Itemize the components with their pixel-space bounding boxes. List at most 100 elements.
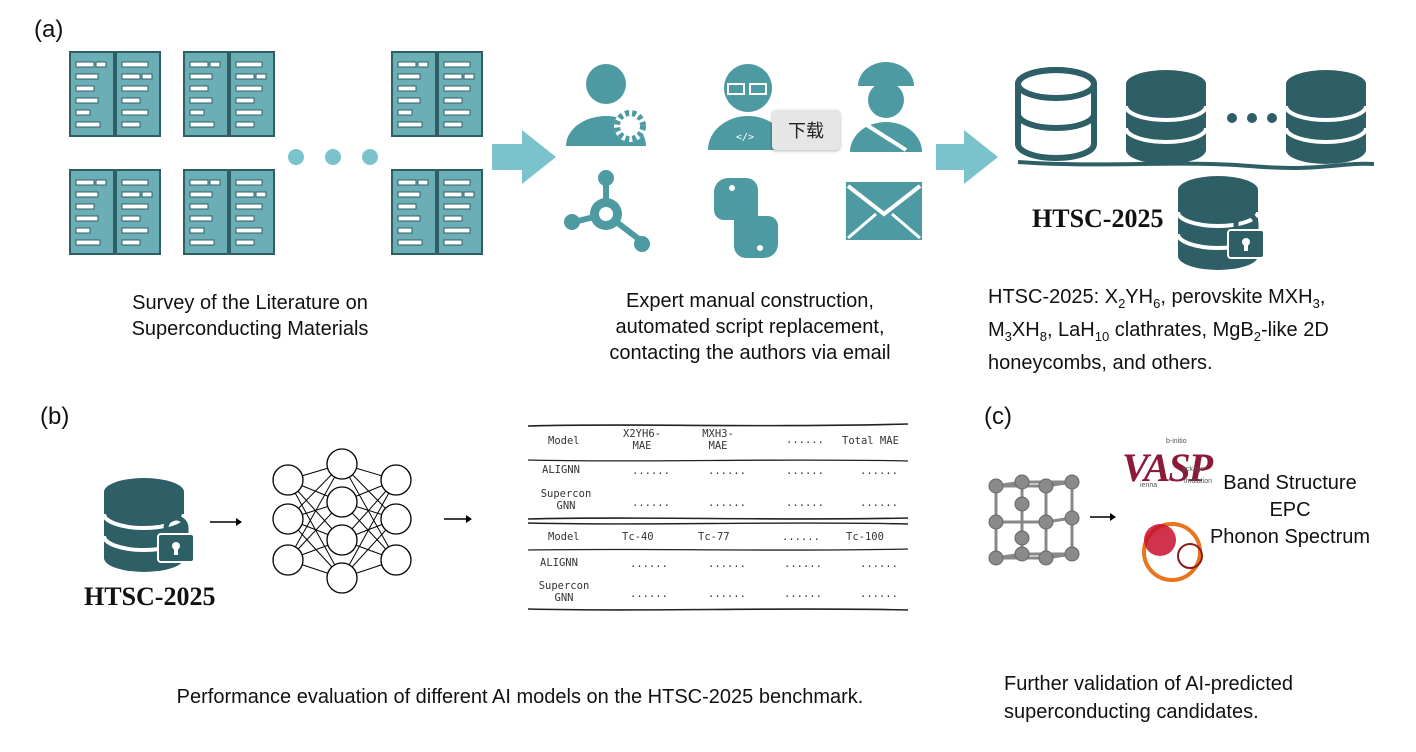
lattice-atom	[1038, 514, 1054, 530]
t1-row2-c1: ......	[632, 497, 670, 509]
t2-row1-c3: ......	[784, 558, 822, 570]
database-locked-icon-b	[102, 476, 194, 574]
lattice-atom	[1038, 478, 1054, 494]
t2-row1-model: ALIGNN	[540, 557, 578, 569]
survey-caption-line-1: Survey of the Literature on	[132, 292, 368, 314]
t2-header-tc40: Tc-40	[622, 531, 654, 543]
t1-row2-c4: ......	[860, 497, 898, 509]
nn-connection	[287, 463, 343, 561]
vasp-small-1: b-initio	[1166, 438, 1187, 445]
share-network-icon	[564, 170, 650, 252]
t2-row1-c2: ......	[708, 558, 746, 570]
t1-row1-c4: ......	[860, 465, 898, 477]
t1-header-total: Total MAE	[842, 435, 899, 447]
lattice-atom	[1064, 546, 1080, 562]
htsc-description: HTSC-2025: X2YH6, perovskite MXH3, M3XH8…	[988, 284, 1329, 376]
download-tooltip[interactable]: 下载	[772, 110, 840, 150]
db-label-b: HTSC-2025	[84, 582, 216, 611]
neural-network-icon	[272, 448, 412, 594]
t1-header-x2yh6: X2YH6-MAE	[623, 428, 661, 452]
process-caption: Expert manual construction, automated sc…	[580, 288, 920, 366]
lattice-atom	[988, 478, 1004, 494]
literature-doc-icon-6	[391, 169, 483, 255]
nn-node	[326, 562, 358, 594]
literature-doc-icon-1	[69, 51, 161, 137]
nurse-icon	[850, 62, 922, 152]
database-outline-icon	[1015, 67, 1097, 161]
database-icon-1	[1124, 68, 1208, 166]
t1-row2-c2: ......	[708, 497, 746, 509]
validation-caption: Further validation of AI-predicted super…	[1004, 670, 1293, 726]
t1-header-ellipsis: ......	[786, 434, 824, 446]
lattice-atom	[988, 550, 1004, 566]
python-icon	[714, 178, 778, 258]
lattice-atom	[1014, 474, 1030, 490]
benchmark-caption: Performance evaluation of different AI m…	[176, 686, 864, 708]
t2-header-model: Model	[548, 531, 580, 543]
t1-row1-c2: ......	[708, 465, 746, 477]
t2-header-tc100: Tc-100	[846, 531, 884, 543]
property-epc: EPC	[1269, 499, 1311, 521]
survey-caption: Survey of the Literature on Superconduct…	[100, 290, 400, 342]
lattice-atom	[1038, 550, 1054, 566]
t1-header-mxh3: MXH3-MAE	[702, 428, 734, 452]
lattice-atom	[988, 514, 1004, 530]
lattice-atom	[1014, 546, 1030, 562]
t2-row1-c4: ......	[860, 558, 898, 570]
nn-node	[380, 544, 412, 576]
t2-row1-c1: ......	[630, 558, 668, 570]
database-locked-icon-a	[1176, 174, 1264, 272]
expert-settings-icon	[566, 64, 646, 146]
svg-text:</>: </>	[736, 132, 754, 143]
t2-row2-c4: ......	[860, 588, 898, 600]
vasp-small-3: ienna	[1140, 482, 1158, 489]
literature-doc-icon-4	[183, 169, 275, 255]
database-icon-2	[1284, 68, 1368, 166]
nn-connection	[341, 479, 397, 579]
lattice-atom	[1064, 510, 1080, 526]
survey-caption-line-2: Superconducting Materials	[131, 318, 369, 340]
t1-header-model: Model	[548, 435, 580, 447]
panel-label-a: (a)	[34, 16, 64, 43]
nn-node	[272, 544, 304, 576]
crystal-lattice-icon	[988, 474, 1080, 566]
nn-node	[380, 464, 412, 496]
database-ellipsis	[1227, 113, 1277, 123]
literature-doc-icon-3	[69, 169, 161, 255]
t1-row1-c1: ......	[632, 465, 670, 477]
vasp-small-2: ackage	[1182, 466, 1205, 473]
arrow-right-icon-2	[936, 130, 998, 184]
lattice-atom	[1014, 496, 1030, 512]
lattice-atom	[1064, 474, 1080, 490]
htsc-desc-line-2: M3XH8, LaH10 clathrates, MgB2-like 2D	[988, 319, 1329, 344]
t2-header-ellipsis: ......	[782, 531, 820, 543]
nn-node	[272, 503, 304, 535]
developer-icon: </>	[708, 64, 788, 150]
property-list: Band Structure EPC Phonon Spectrum	[1200, 470, 1380, 551]
nn-node	[380, 503, 412, 535]
property-phonon-spectrum: Phonon Spectrum	[1209, 526, 1371, 548]
lattice-atom	[1014, 530, 1030, 546]
t1-row1-model: ALIGNN	[542, 464, 580, 476]
panel-label-b: (b)	[40, 403, 70, 430]
process-caption-line-2: automated script replacement,	[615, 316, 885, 338]
t1-row1-c3: ......	[786, 465, 824, 477]
small-arrow-1	[210, 518, 242, 526]
nn-node	[326, 448, 358, 480]
process-caption-line-1: Expert manual construction,	[626, 290, 874, 312]
email-envelope-icon	[846, 182, 922, 240]
ellipsis-dots	[288, 149, 378, 165]
literature-doc-icon-5	[391, 51, 483, 137]
nn-node	[326, 486, 358, 518]
db-label-a: HTSC-2025	[1032, 204, 1164, 233]
vasp-logo-text: VASP	[1122, 445, 1213, 490]
nn-node	[272, 464, 304, 496]
literature-doc-icon-2	[183, 51, 275, 137]
wavy-line	[1017, 160, 1375, 170]
t2-row2-c2: ......	[708, 588, 746, 600]
t2-row2-c3: ......	[784, 588, 822, 600]
nn-node	[326, 524, 358, 556]
process-caption-line-3: contacting the authors via email	[609, 342, 891, 364]
htsc-desc-line-3: honeycombs, and others.	[988, 352, 1213, 374]
